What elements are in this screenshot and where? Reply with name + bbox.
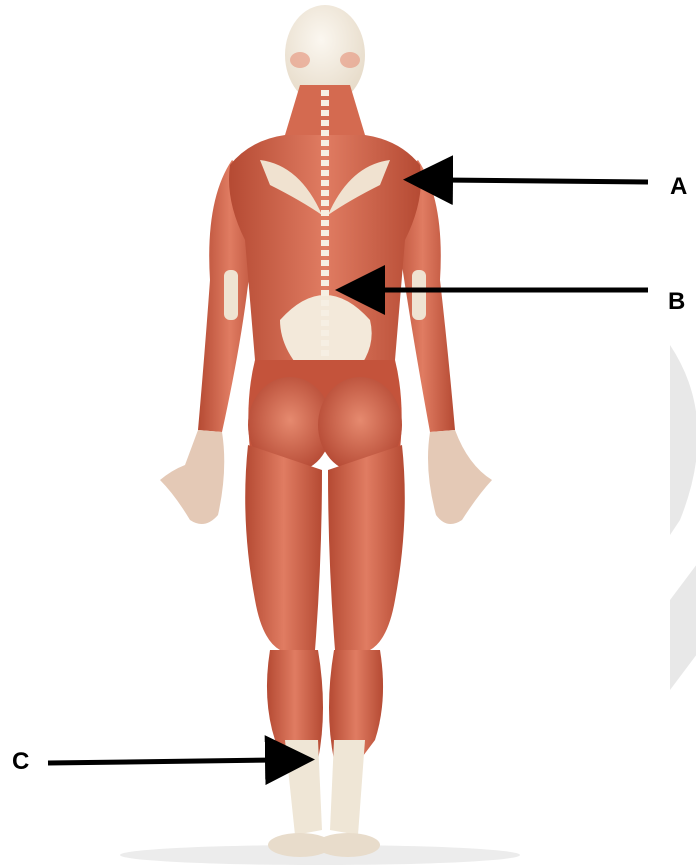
- right-hand: [428, 430, 492, 524]
- label-a: A: [670, 175, 687, 199]
- watermark-shape: [670, 345, 696, 690]
- right-foot: [316, 833, 380, 857]
- left-thigh: [245, 445, 322, 650]
- human-body-posterior: [160, 5, 492, 857]
- left-hand: [160, 430, 224, 524]
- arrow-a: [443, 180, 648, 182]
- arrow-c: [48, 760, 275, 763]
- label-c: C: [12, 750, 29, 774]
- right-thigh: [328, 445, 405, 650]
- label-b: B: [668, 290, 685, 314]
